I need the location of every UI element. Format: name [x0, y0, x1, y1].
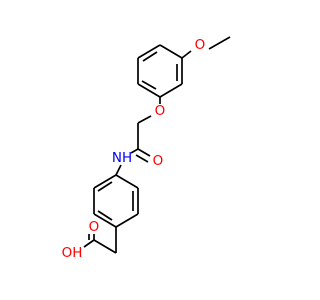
bond-acid-c-oh — [83, 239, 95, 248]
bond-ether-o-ch2 — [137, 115, 152, 124]
acid-hydroxyl-label: OH — [62, 245, 83, 261]
ring2-double-3 — [97, 181, 113, 192]
bond-methyl — [208, 36, 231, 50]
bond-carbonyl-nh — [130, 148, 139, 154]
amide-nh-label: NH — [112, 150, 132, 166]
methoxy-oxygen-label: O — [195, 37, 206, 53]
bond-carbonyl-o-1 — [137, 148, 151, 157]
acid-carbonyl-oxygen-label: O — [89, 219, 100, 235]
ring2-bond-1 — [115, 174, 139, 189]
ether-oxygen-label: O — [155, 103, 166, 119]
ring1-bond-3 — [137, 83, 161, 98]
bond-carbonyl-o-2 — [135, 154, 149, 163]
benzene-ring-top — [137, 44, 183, 98]
ring1-bond-5 — [137, 44, 161, 59]
ring1-double-2 — [141, 80, 157, 90]
benzene-ring-bottom — [93, 174, 139, 228]
bond-methoxy-o-ring — [181, 50, 192, 59]
amide-oxygen-label: O — [153, 153, 164, 169]
ring1-bond-6 — [159, 44, 183, 59]
ring1-bond-2 — [159, 83, 183, 98]
bond-nh-ring — [115, 164, 122, 176]
ring1-double-3 — [142, 51, 158, 62]
ring2-bond-6 — [93, 174, 117, 189]
ring2-bond-4 — [93, 213, 117, 228]
bond-ch2-acid-c — [93, 239, 117, 254]
structure-canvas: O O O NH O OH — [62, 36, 231, 261]
ring2-bond-3 — [115, 213, 139, 228]
ring2-double-2 — [97, 210, 113, 221]
molecule-diagram: O O O NH O OH — [62, 36, 231, 261]
